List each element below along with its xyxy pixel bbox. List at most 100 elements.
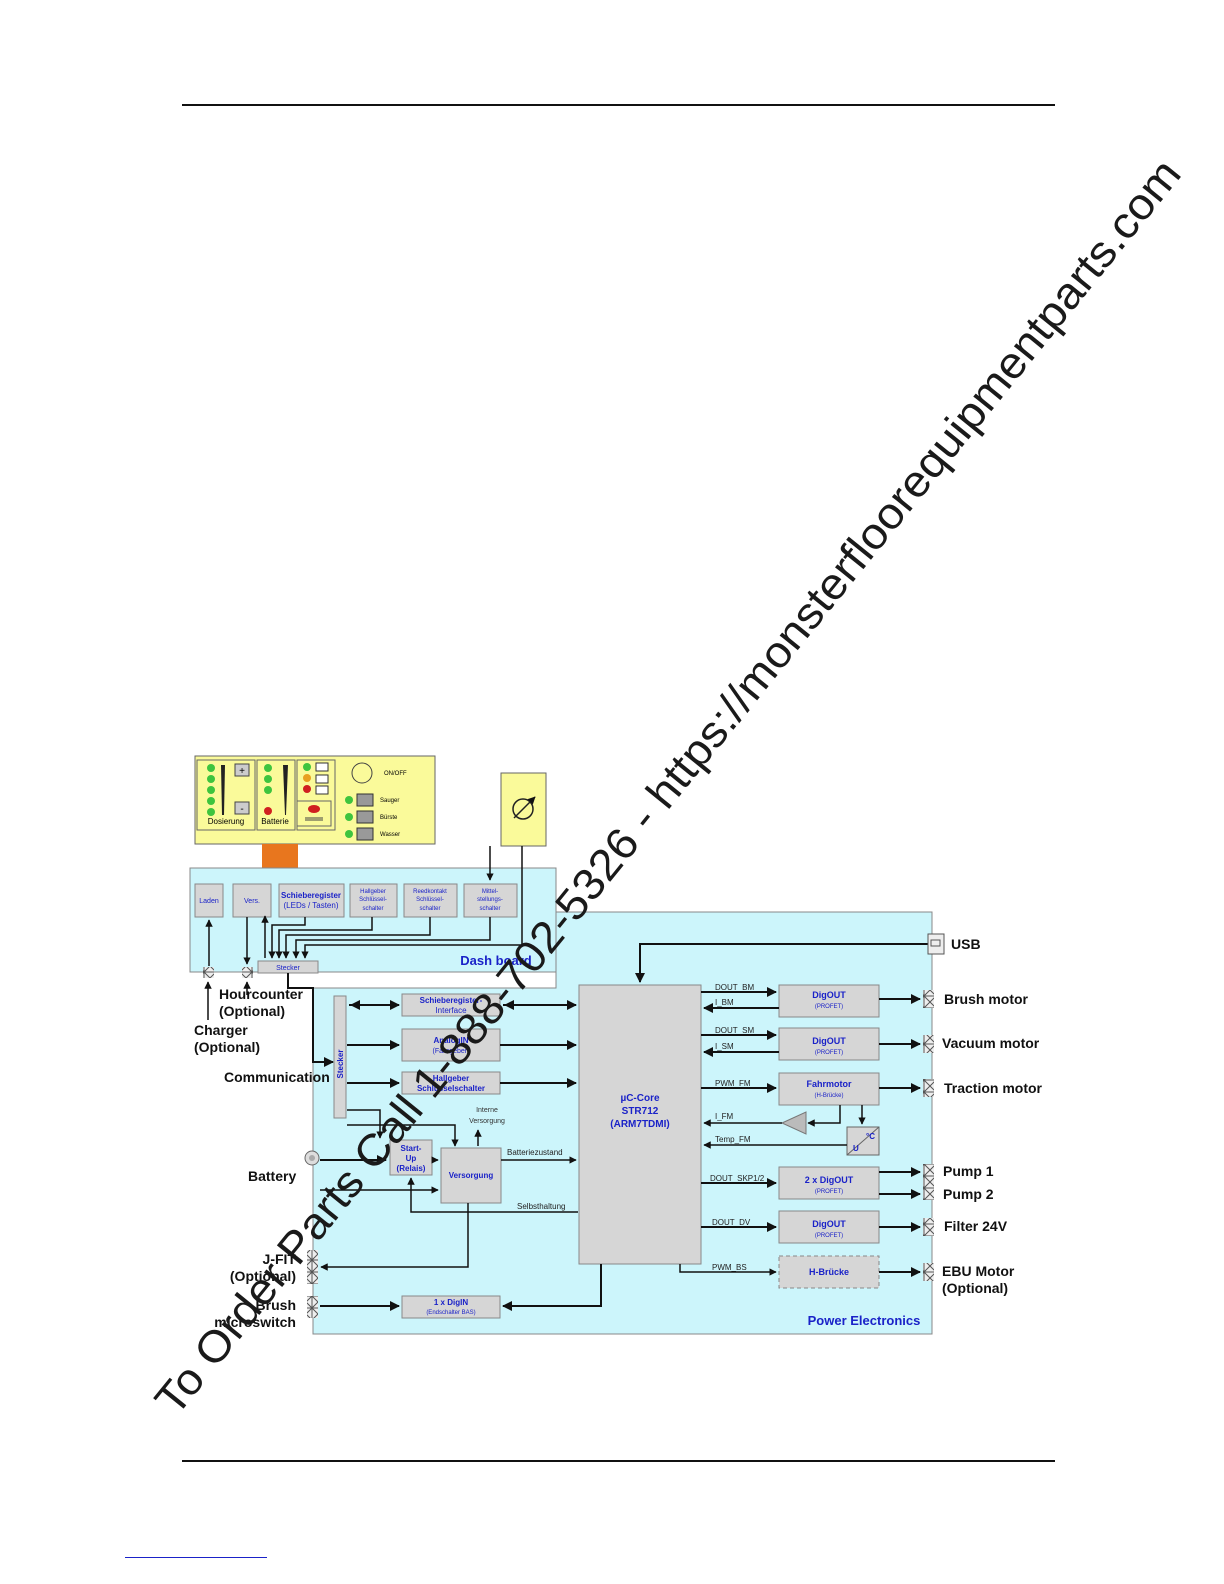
analogin-block: AnalogIN (433, 1036, 468, 1045)
fahrmotor-sub: (H-Brücke) (814, 1093, 843, 1099)
uc-core-line3: (ARM7TDMI) (610, 1119, 669, 1130)
digin-block: 1 x DigIN (434, 1298, 468, 1307)
schieberegister-sub: (LEDs / Tasten) (284, 901, 339, 910)
mittelstellung-line2: stellungs- (477, 897, 503, 903)
sig-dout-dv: DOUT_DV (712, 1218, 751, 1227)
hallgeber-interface-line2: Schlüsselschalter (417, 1084, 485, 1093)
mittelstellung-line3: schalter (479, 906, 500, 912)
brush-switch-label: Brush (256, 1297, 296, 1313)
startup-line2: Up (406, 1154, 417, 1163)
sig-i-bm: I_BM (715, 998, 734, 1007)
reedkontakt-line3: schalter (419, 906, 440, 912)
header-rule (182, 104, 1055, 106)
degc-label: °C (866, 1132, 875, 1141)
on-off-label: ON/OFF (384, 771, 407, 777)
reedkontakt-block: Reedkontakt (413, 889, 447, 895)
sig-pwm-fm: PWM_FM (715, 1079, 751, 1088)
minus-key[interactable]: - (240, 804, 243, 815)
stecker-vertical: Stecker (336, 1050, 345, 1079)
laden-block: Laden (199, 898, 219, 905)
plus-key[interactable]: + (239, 766, 245, 777)
jfit-label: J-FIT (263, 1251, 297, 1267)
profet-brush: (PROFET) (815, 1004, 843, 1010)
hallgeber-block: Hallgeber (360, 889, 386, 895)
sig-i-sm: I_SM (715, 1042, 734, 1051)
schieberegister-interface: Schieberegister- (420, 996, 483, 1005)
interne-versorgung-2: Versorgung (469, 1118, 505, 1125)
power-wiring (287, 943, 928, 1311)
interne-versorgung-1: Interne (476, 1107, 498, 1114)
brush-switch-microswitch: microswitch (214, 1314, 296, 1330)
sig-dout-skp: DOUT_SKP1/2 (710, 1174, 765, 1183)
selbsthaltung-label: Selbsthaltung (517, 1202, 565, 1211)
versorgung-block: Versorgung (449, 1171, 494, 1180)
footer-rule (182, 1460, 1055, 1462)
digout-brush: DigOUT (812, 990, 846, 1000)
sig-dout-bm: DOUT_BM (715, 983, 754, 992)
hallgeber-line3: schalter (362, 906, 383, 912)
uc-core-line2: STR712 (622, 1106, 659, 1117)
sig-pwm-bs: PWM_BS (712, 1263, 747, 1272)
analogin-sub: (Fahrgeber) (433, 1048, 470, 1055)
power-blocks: Stecker Schieberegister- Interface Analo… (333, 984, 880, 1319)
digout-filter: DigOUT (812, 1219, 846, 1229)
traction-motor-label: Traction motor (944, 1080, 1043, 1096)
buerste-label: Bürste (380, 815, 398, 821)
wasser-label: Wasser (380, 832, 400, 838)
stecker-block: Stecker (276, 965, 300, 972)
dosierung-label: Dosierung (208, 817, 244, 826)
hourcounter-optional: (Optional) (219, 1003, 285, 1019)
hourcounter-label: Hourcounter (219, 986, 304, 1002)
usb-label: USB (951, 936, 981, 952)
connector-symbols (203, 967, 253, 978)
u-label: U (853, 1144, 859, 1153)
pump1-label: Pump 1 (943, 1163, 994, 1179)
input-connectors (304, 1150, 320, 1318)
dash-board-wiring (205, 846, 523, 966)
dash-board-blocks: Laden Vers. Schieberegister (LEDs / Tast… (194, 883, 532, 974)
profet-vacuum: (PROFET) (815, 1050, 843, 1056)
h-bruecke-block: H-Brücke (809, 1267, 849, 1277)
schieberegister-interface-line2: Interface (435, 1006, 467, 1015)
startup-block: Start- (401, 1144, 422, 1153)
dash-board-title: Dash board (460, 953, 532, 968)
communication-label: Communication (224, 1069, 330, 1085)
uc-core-block: µC-Core (620, 1093, 660, 1104)
led-column-dosierung (207, 764, 215, 816)
digout-vacuum: DigOUT (812, 1036, 846, 1046)
profet-filter: (PROFET) (815, 1233, 843, 1239)
power-electronics-title: Power Electronics (808, 1313, 921, 1328)
batteriezustand-label: Batteriezustand (507, 1148, 563, 1157)
sig-temp-fm: Temp_FM (715, 1135, 751, 1144)
schieberegister-block: Schieberegister (281, 891, 341, 900)
sig-dout-sm: DOUT_SM (715, 1026, 754, 1035)
charger-optional: (Optional) (194, 1039, 260, 1055)
ebu-motor-label: EBU Motor (942, 1263, 1015, 1279)
vers-block: Vers. (244, 898, 260, 905)
footer-link-line[interactable] (125, 1557, 267, 1558)
hallgeber-interface: Hallgeber (433, 1074, 469, 1083)
output-connectors (923, 933, 945, 1281)
fahrmotor-block: Fahrmotor (807, 1079, 852, 1089)
profet-pumps: (PROFET) (815, 1189, 843, 1195)
sauger-label: Sauger (380, 798, 399, 804)
jfit-optional: (Optional) (230, 1268, 296, 1284)
digin-sub: (Endschalter BAS) (426, 1310, 475, 1316)
orange-connector (262, 844, 298, 870)
ebu-optional-label: (Optional) (942, 1280, 1008, 1296)
pump2-label: Pump 2 (943, 1186, 994, 1202)
digout-pumps: 2 x DigOUT (805, 1175, 854, 1185)
startup-line3: (Relais) (397, 1164, 426, 1173)
vacuum-motor-label: Vacuum motor (942, 1035, 1040, 1051)
mittelstellung-block: Mittel- (482, 889, 498, 895)
potentiometer (500, 772, 547, 847)
battery-label: Battery (248, 1168, 296, 1184)
hallgeber-line2: Schlüssel- (359, 897, 387, 903)
charger-label: Charger (194, 1022, 248, 1038)
brush-motor-label: Brush motor (944, 991, 1029, 1007)
sig-i-fm: I_FM (715, 1112, 734, 1121)
reedkontakt-line2: Schlüssel- (416, 897, 444, 903)
dashboard-panel: + - Dosierung Batterie ON/OFF Sauger Bür… (194, 755, 436, 845)
led-column-batterie (264, 764, 272, 815)
